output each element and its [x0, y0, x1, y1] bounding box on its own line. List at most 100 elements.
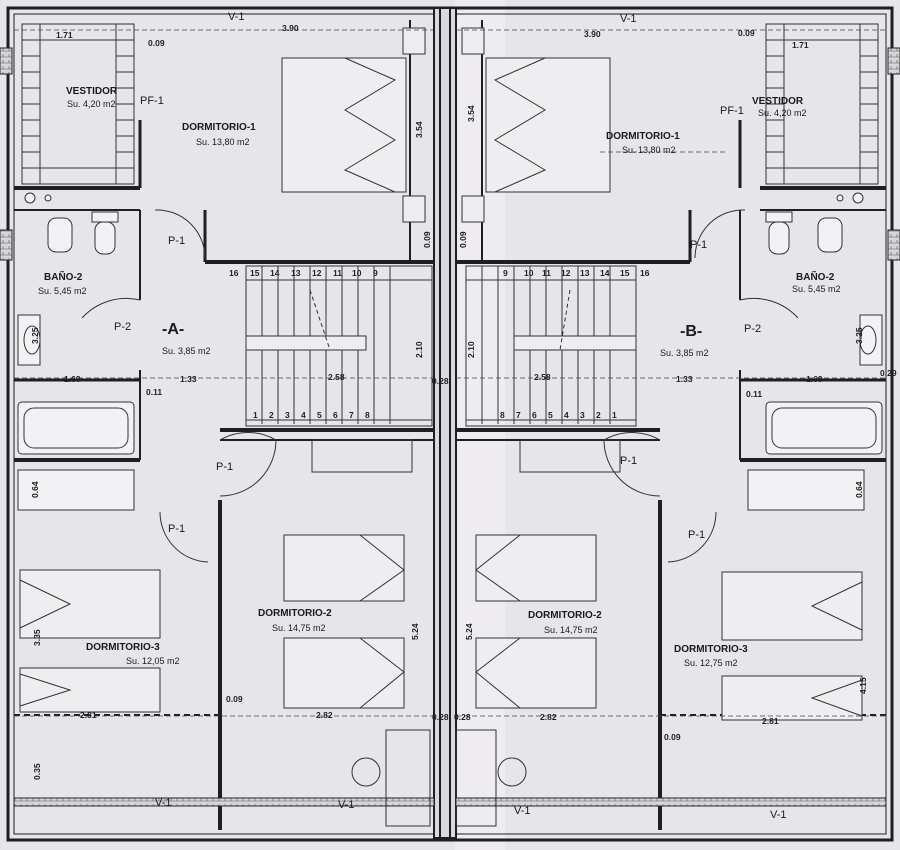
right-dim-011: 0.11: [746, 389, 762, 399]
closets: [21, 23, 879, 185]
right-vestidor-name: VESTIDOR: [752, 96, 804, 107]
right-dim-009b: 0.09: [458, 231, 468, 248]
right-step: 5: [548, 410, 553, 420]
right-dim-282: 2.82: [540, 712, 557, 722]
right-bano-name: BAÑO-2: [796, 270, 835, 283]
right-window-bl: V-1: [514, 805, 531, 817]
left-step: 11: [333, 268, 342, 278]
left-dim-325: 3.25: [30, 327, 40, 344]
left-dorm2-name: DORMITORIO-2: [258, 608, 332, 619]
left-step: 16: [229, 268, 239, 278]
right-dorm1-name: DORMITORIO-1: [606, 131, 680, 142]
right-door-p1a: P-1: [690, 239, 707, 251]
desks: [311, 439, 621, 827]
right-step: 16: [640, 268, 650, 278]
left-dim-390: 3.90: [282, 23, 299, 33]
left-window-bm: V-1: [338, 799, 355, 811]
right-dim-133: 1.33: [676, 374, 693, 384]
right-step: 7: [516, 410, 521, 420]
left-dim-133: 1.33: [180, 374, 197, 384]
right-unit-area: Su. 3,85 m2: [660, 348, 709, 358]
left-step: 4: [301, 410, 306, 420]
right-door-p1b: P-1: [620, 455, 637, 467]
right-step: 14: [600, 268, 610, 278]
right-vestidor-area: Su. 4,20 m2: [758, 108, 807, 118]
right-dorm2-area: Su. 14,75 m2: [544, 625, 598, 635]
left-window-bl: V-1: [155, 797, 172, 809]
left-dim-009a: 0.09: [148, 38, 165, 48]
right-dim-028: 0.28: [454, 712, 471, 722]
left-door-p1b: P-1: [216, 461, 233, 473]
right-dorm1-area: Su. 13,80 m2: [622, 145, 676, 155]
left-unit-label: -A-: [162, 321, 184, 338]
left-vestidor-name: VESTIDOR: [66, 86, 118, 97]
right-door-p2: P-2: [744, 323, 761, 335]
left-dim-028b: 0.28: [432, 712, 449, 722]
right-bano-area: Su. 5,45 m2: [792, 284, 841, 294]
right-dim-390: 3.90: [584, 29, 601, 39]
left-bano-area: Su. 5,45 m2: [38, 286, 87, 296]
bathroom-fixtures: [17, 192, 883, 511]
left-door-p1c: P-1: [168, 523, 185, 535]
right-dim-171: 1.71: [792, 40, 809, 50]
right-dim-415: 4.15: [858, 677, 868, 694]
right-dim-325: 3.25: [854, 327, 864, 344]
right-step: 3: [580, 410, 585, 420]
right-step: 6: [532, 410, 537, 420]
right-dorm3-name: DORMITORIO-3: [674, 644, 748, 655]
left-step: 13: [291, 268, 301, 278]
right-unit-label: -B-: [680, 323, 702, 340]
dimension-lines: [14, 29, 886, 717]
right-dim-354: 3.54: [466, 105, 476, 122]
right-step: 2: [596, 410, 601, 420]
right-pf1: PF-1: [720, 105, 744, 117]
left-dorm2-area: Su. 14,75 m2: [272, 623, 326, 633]
left-dorm1-name: DORMITORIO-1: [182, 122, 256, 133]
right-step: 12: [561, 268, 571, 278]
left-dim-171: 1.71: [56, 30, 73, 40]
right-door-p1c: P-1: [688, 529, 705, 541]
right-window-top: V-1: [620, 13, 637, 25]
right-step: 4: [564, 410, 569, 420]
right-step: 9: [503, 268, 508, 278]
left-step: 8: [365, 410, 370, 420]
right-stair-numbers: 9 10 11 12 13 14 15 16 8 7 6 5 4 3 2 1: [500, 268, 650, 420]
right-dim-210: 2.10: [466, 341, 476, 358]
left-step: 12: [312, 268, 322, 278]
staircases: [245, 265, 637, 427]
left-step: 6: [333, 410, 338, 420]
left-step: 15: [250, 268, 260, 278]
left-dim-009c: 0.09: [226, 694, 243, 704]
right-dim-169: 1.69: [806, 374, 823, 384]
left-vestidor-area: Su. 4,20 m2: [67, 99, 116, 109]
right-step: 8: [500, 410, 505, 420]
left-step: 10: [352, 268, 362, 278]
left-step: 9: [373, 268, 378, 278]
right-dim-009c: 0.09: [664, 732, 681, 742]
left-dim-524: 5.24: [410, 623, 420, 640]
left-dim-210: 2.10: [414, 341, 424, 358]
left-step: 5: [317, 410, 322, 420]
right-unit-labels: V-1 3.90 0.09 1.71 VESTIDOR Su. 4,20 m2 …: [454, 13, 897, 821]
left-bano-name: BAÑO-2: [44, 270, 83, 283]
right-step: 11: [542, 268, 551, 278]
left-unit-area: Su. 3,85 m2: [162, 346, 211, 356]
right-dim-281: 2.81: [762, 716, 779, 726]
left-door-p2: P-2: [114, 321, 131, 333]
left-dorm3-area: Su. 12,05 m2: [126, 656, 180, 666]
left-stair-numbers: 16 15 14 13 12 11 10 9 1 2 3 4 5 6 7 8: [229, 268, 378, 420]
left-dim-028a: 0.28: [432, 376, 449, 386]
right-dim-009a: 0.09: [738, 28, 755, 38]
left-dorm3-name: DORMITORIO-3: [86, 642, 160, 653]
left-dim-035: 0.35: [32, 763, 42, 780]
right-step: 13: [580, 268, 590, 278]
right-dorm2-name: DORMITORIO-2: [528, 610, 602, 621]
left-dim-354: 3.54: [414, 121, 424, 138]
right-step: 1: [612, 410, 617, 420]
left-dim-335: 3.35: [32, 629, 42, 646]
right-step: 10: [524, 268, 534, 278]
left-dim-258: 2.58: [328, 372, 345, 382]
left-step: 14: [270, 268, 280, 278]
left-dim-064: 0.64: [30, 481, 40, 498]
